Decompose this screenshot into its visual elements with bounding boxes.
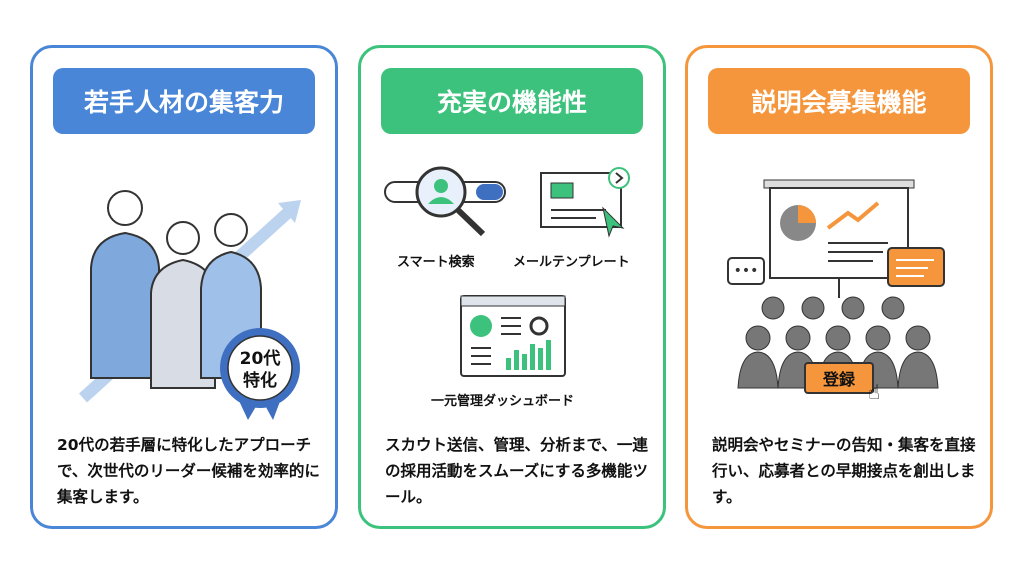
card-features: 充実の機能性 スマート検索 メールテンプレート 一元管理ダッシュボード スカウト… [358, 45, 666, 529]
smart-search-icon [384, 166, 630, 377]
svg-text:•••: ••• [734, 263, 759, 279]
card-description: 説明会やセミナーの告知・集客を直接行い、応募者との早期接点を創出します。 [712, 436, 976, 506]
badge-line2: 特化 [243, 370, 277, 391]
card-title: 説明会募集機能 [708, 68, 970, 134]
badge-line1: 20代 [240, 348, 281, 369]
card-young-talent: 若手人材の集客力 20代 特化 20代の若手層に特化したアプローチで、次世代のリ… [30, 45, 338, 529]
feature-dashboard: 一元管理ダッシュボード [431, 394, 575, 409]
card-seminar: 説明会募集機能 ••• 登録 ☝ 説明会やセミナーの告知・集客を直接行い、応募者… [685, 45, 993, 529]
pointer-cursor-icon: ☝ [868, 380, 881, 404]
register-button[interactable]: 登録 [804, 362, 874, 394]
card-description: 20代の若手層に特化したアプローチで、次世代のリーダー候補を効率的に集客します。 [57, 436, 320, 506]
card-description: スカウト送信、管理、分析まで、一連の採用活動をスムーズにする多機能ツール。 [385, 436, 648, 506]
seminar-illustration: ••• [727, 179, 945, 389]
young-professionals-illustration: 20代 特化 [78, 190, 301, 420]
feature-smart-search: スマート検索 [397, 255, 475, 270]
card-title: 若手人材の集客力 [53, 68, 315, 134]
card-title: 充実の機能性 [381, 68, 643, 134]
feature-mail-template: メールテンプレート [513, 255, 630, 270]
